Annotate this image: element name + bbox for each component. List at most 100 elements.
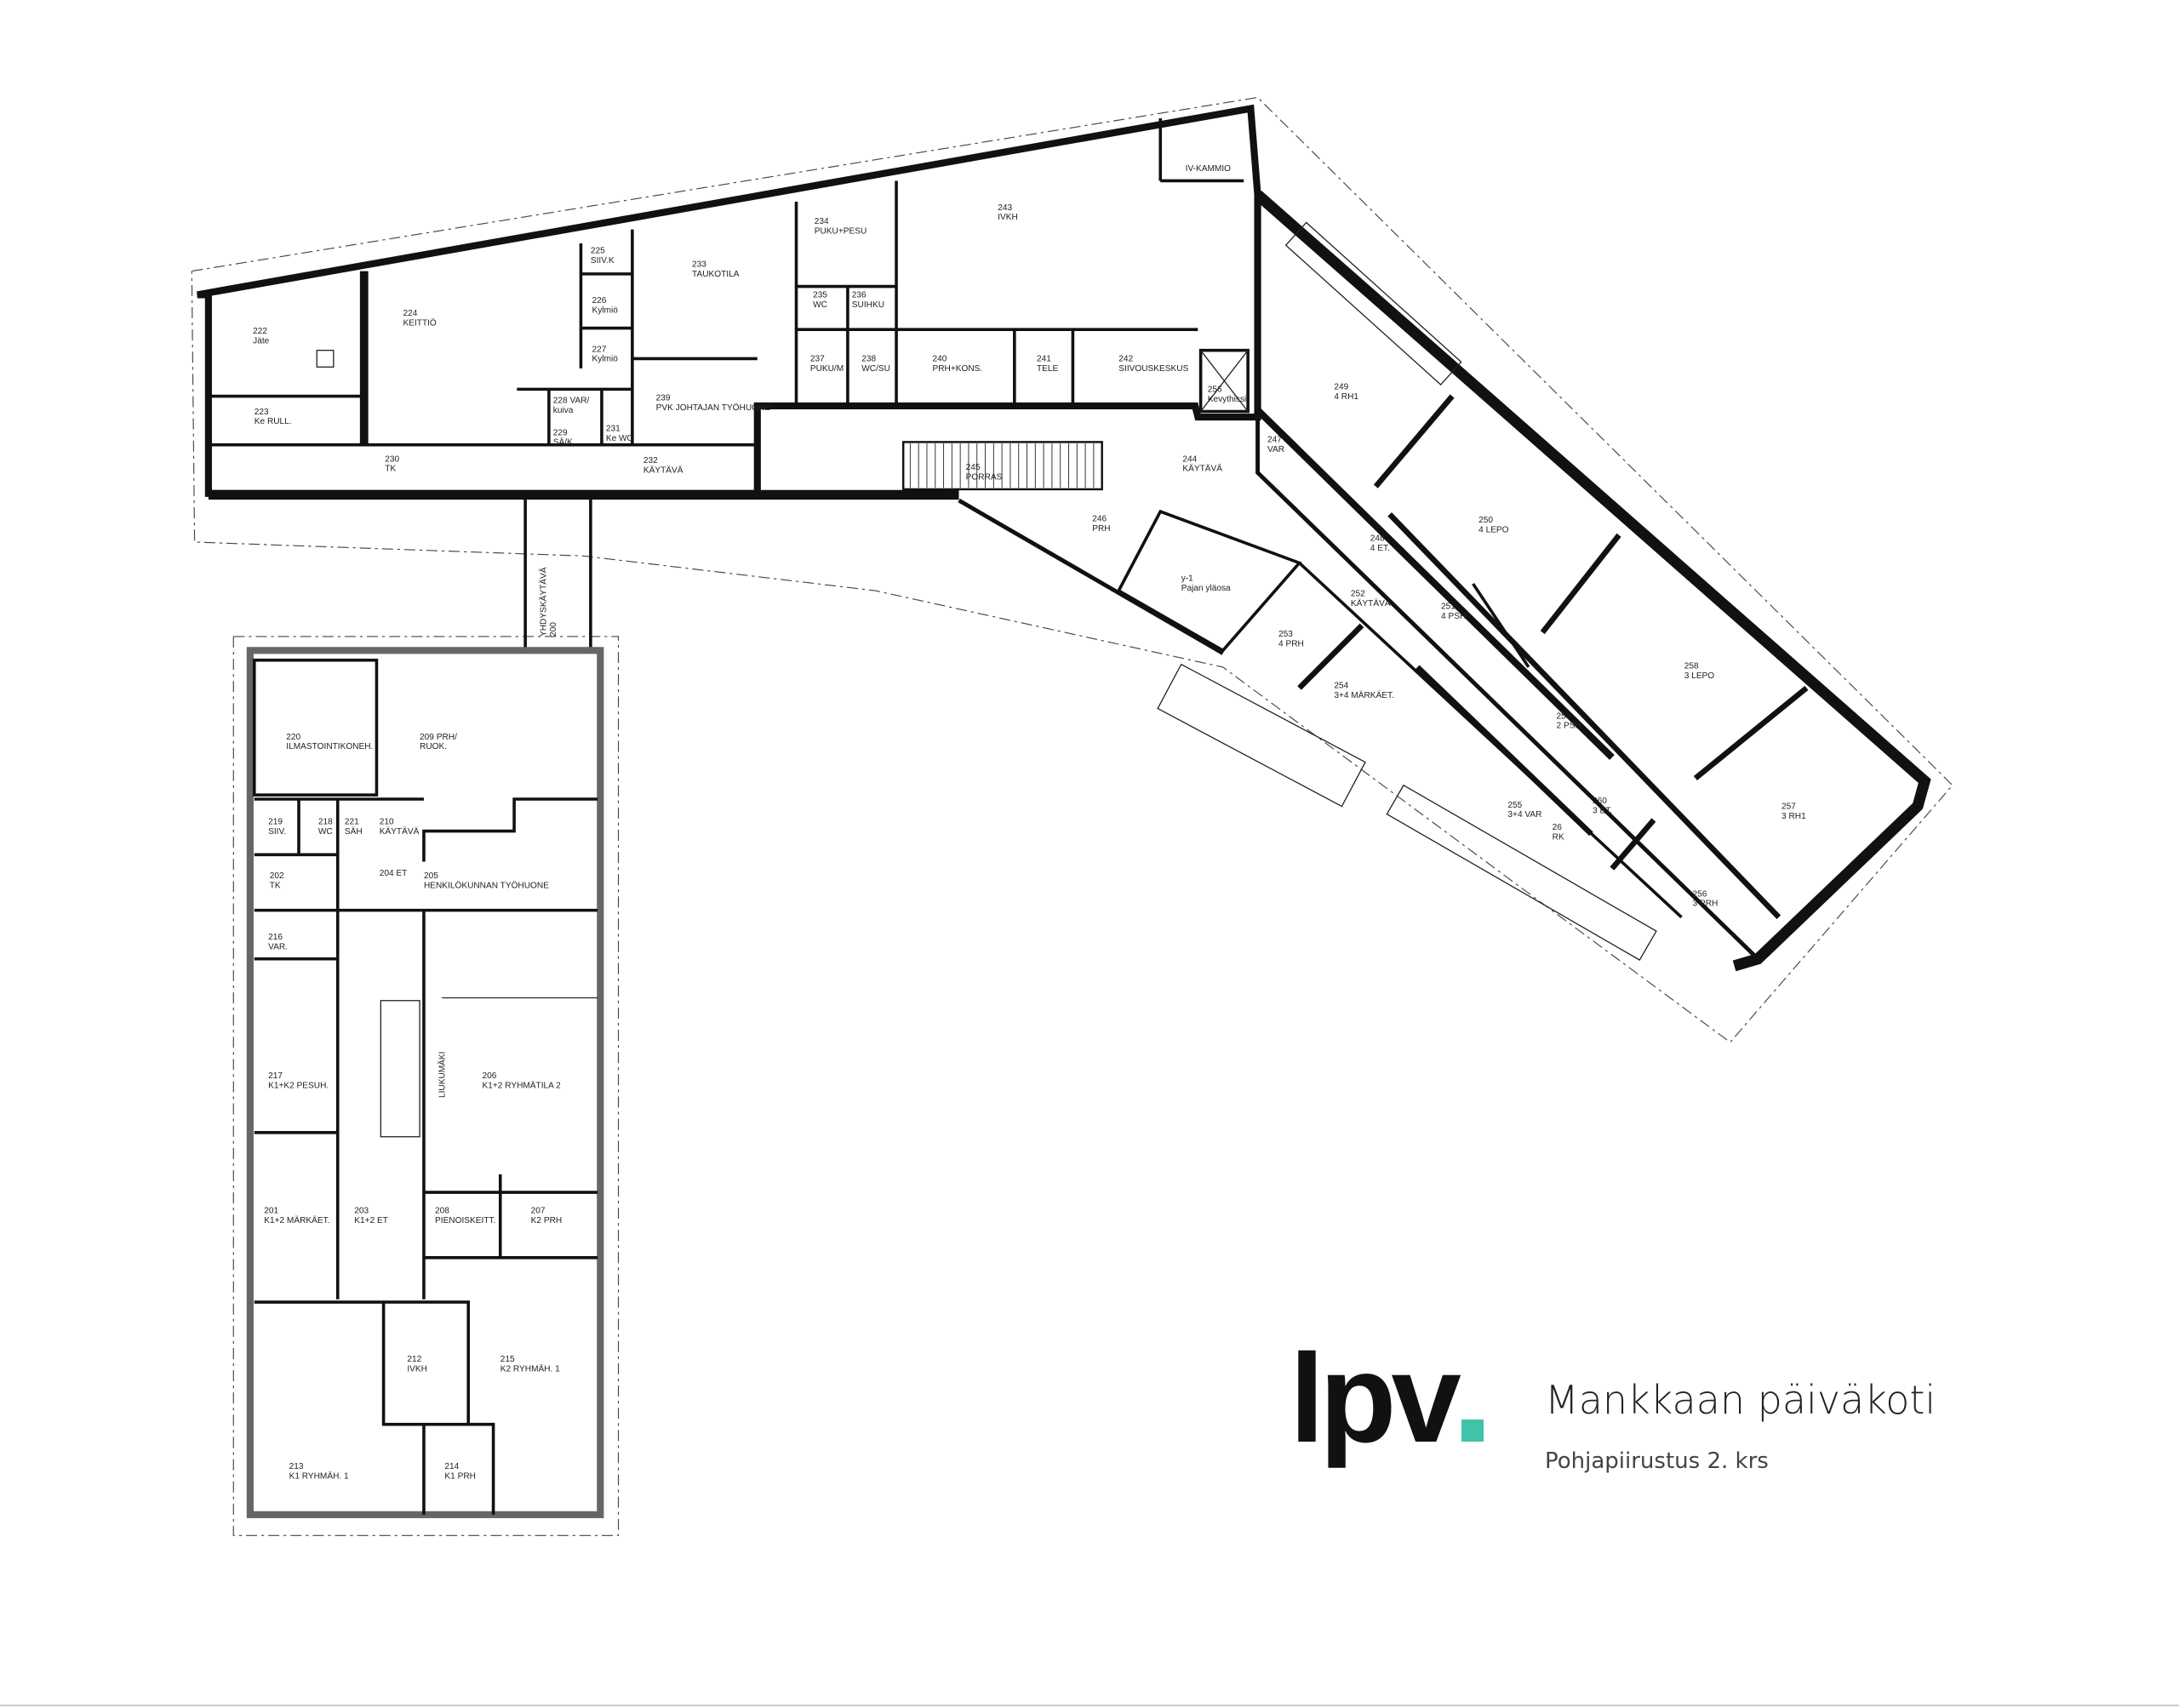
room-name: WC <box>318 827 333 837</box>
room-label-200: 200 YHDYSKÄYTÄVÄ <box>539 567 558 637</box>
lpv-logo: lpv <box>1290 1336 1484 1462</box>
room-number: 203 <box>354 1207 369 1216</box>
room-name: WC/SU <box>861 364 890 374</box>
room-number: 200 <box>549 622 558 637</box>
room-number: 26 <box>1553 823 1563 832</box>
room-number: 204 ET <box>380 869 408 878</box>
room-label-228-var-: 228 VAR/kuiva <box>553 397 590 415</box>
room-name: 3 PRH <box>1693 900 1719 909</box>
room-name: 2 PSH <box>1557 722 1581 731</box>
room-number: 220 <box>286 733 300 742</box>
room-number: 225 <box>591 246 605 255</box>
room-name: IVKH <box>998 213 1018 222</box>
room-name: TELE <box>1037 364 1059 374</box>
room-name: PORRAS <box>966 472 1003 482</box>
room-number: 229 <box>553 428 568 437</box>
room-number: 222 <box>253 327 267 336</box>
room-name: 4 LEPO <box>1478 526 1509 535</box>
room-name: Jäte <box>253 337 269 346</box>
room-name: SUIHKU <box>852 300 884 310</box>
room-number: 240 <box>933 355 947 364</box>
room-number: 213 <box>289 1462 304 1471</box>
room-number: 208 <box>435 1207 449 1216</box>
room-name: RUOK. <box>420 742 447 751</box>
room-number: 239 <box>656 393 671 403</box>
room-number: 219 <box>268 817 283 826</box>
room-number: 257 <box>1782 802 1796 811</box>
room-name: SIIVOUSKESKUS <box>1118 364 1188 374</box>
room-name: K1 RYHMÄH. 1 <box>289 1471 349 1481</box>
room-name: Ke WC <box>606 434 633 443</box>
room-number: 254 <box>1334 681 1348 690</box>
lower-building-walls <box>246 647 604 1518</box>
room-number: 250 <box>1478 516 1493 525</box>
room-number: 218 <box>318 817 333 826</box>
room-name: IV-KAMMIO <box>1186 164 1231 174</box>
room-name: PVK JOHTAJAN TYÖHUONE <box>656 402 771 413</box>
room-number: 212 <box>407 1355 421 1364</box>
room-name: kuiva <box>553 406 574 415</box>
room-number: 233 <box>692 260 706 270</box>
room-number: 246 <box>1092 514 1107 523</box>
staircase-245 <box>902 441 1103 491</box>
room-name: 4 PRH <box>1278 639 1304 648</box>
room-name: Kylmiö <box>592 306 619 316</box>
room-name: K1+2 RYHMÄTILA 2 <box>483 1081 562 1091</box>
room-name: Kevythissi <box>1208 395 1247 404</box>
room-name: 4 PSH <box>1441 612 1466 621</box>
room-number: 202 <box>270 871 284 881</box>
drawing-title: Mankkaan päiväkoti <box>1545 1377 1936 1423</box>
room-name: RK <box>1553 832 1564 842</box>
room-number: 221 <box>345 817 359 826</box>
room-name: 4 ET. <box>1370 544 1390 553</box>
room-number: 245 <box>966 463 981 472</box>
logo-dot <box>1461 1420 1484 1442</box>
page-border <box>0 1705 2179 1706</box>
room-number: 242 <box>1118 355 1133 364</box>
upper-wing-walls <box>197 104 1302 655</box>
room-number: 237 <box>810 355 825 364</box>
room-name: 3+4 VAR <box>1507 810 1541 820</box>
room-number: 252 <box>1351 590 1365 599</box>
room-name: KÄYTÄVÄ <box>380 826 420 837</box>
room-name: PRH+KONS. <box>933 364 983 374</box>
room-name: SÄH <box>345 826 363 837</box>
room-number: 247 <box>1267 435 1282 444</box>
room-name: PRH <box>1092 524 1110 534</box>
